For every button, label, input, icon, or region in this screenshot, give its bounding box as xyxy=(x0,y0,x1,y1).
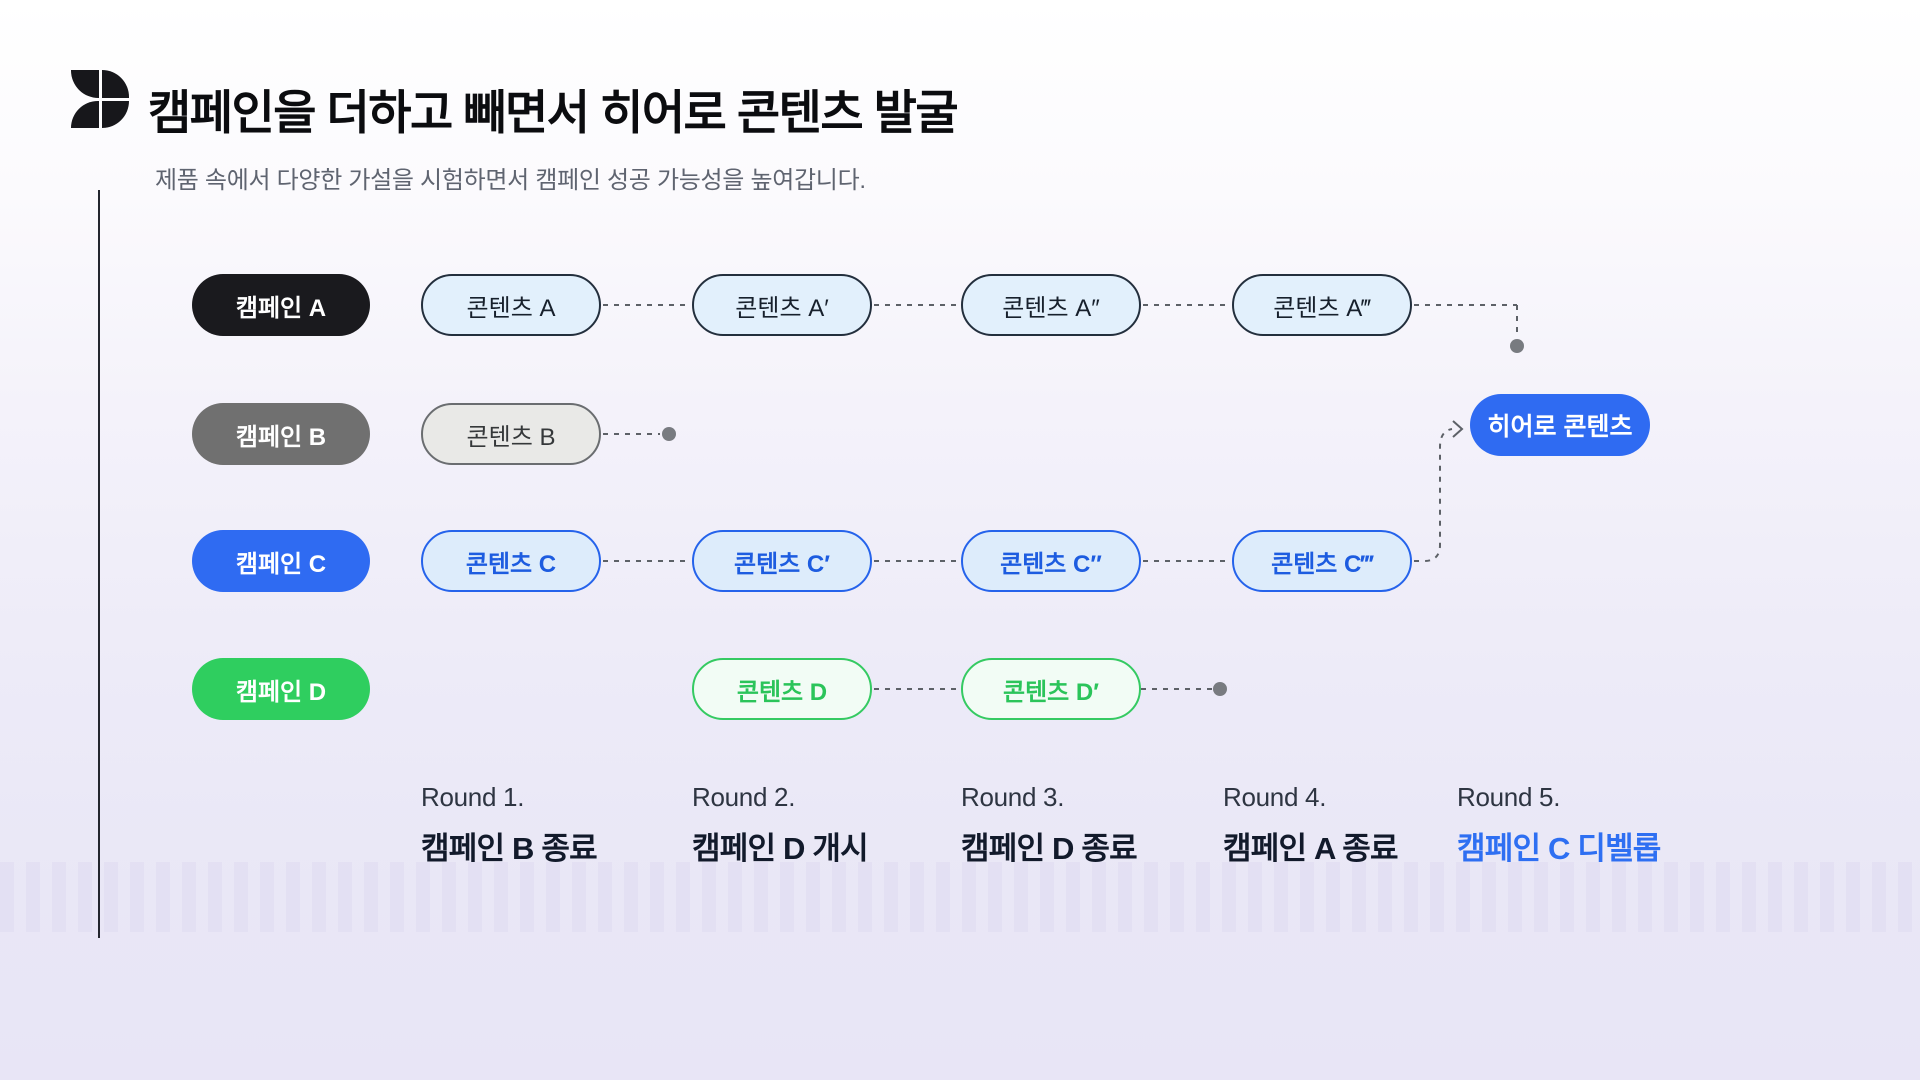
content-c3-pill: 콘텐츠 C‴ xyxy=(1232,530,1412,592)
round-3-label: Round 3. 캠페인 D 종료 xyxy=(961,782,1138,868)
content-c-pill: 콘텐츠 C xyxy=(421,530,601,592)
round-event: 캠페인 B 종료 xyxy=(421,831,598,866)
timeline-axis-line xyxy=(98,190,100,938)
content-c1-pill: 콘텐츠 C′ xyxy=(692,530,872,592)
logo-petal-bottom-right xyxy=(101,100,129,128)
content-a2-pill: 콘텐츠 A″ xyxy=(961,274,1141,336)
campaign-b-end-dot xyxy=(662,427,676,441)
content-c2-pill: 콘텐츠 C″ xyxy=(961,530,1141,592)
content-d-pill: 콘텐츠 D xyxy=(692,658,872,720)
round-number: Round 2. xyxy=(692,782,796,812)
round-event: 캠페인 D 개시 xyxy=(692,831,869,866)
campaign-c-pill: 캠페인 C xyxy=(192,530,370,592)
logo-petal-top-right xyxy=(101,70,129,98)
round-4-label: Round 4. 캠페인 A 종료 xyxy=(1223,782,1398,868)
campaign-a-end-dot xyxy=(1510,339,1524,353)
round-event: 캠페인 D 종료 xyxy=(961,831,1138,866)
round-2-label: Round 2. 캠페인 D 개시 xyxy=(692,782,869,868)
hero-content-pill: 히어로 콘텐츠 xyxy=(1470,394,1650,456)
round-event: 캠페인 A 종료 xyxy=(1223,831,1398,866)
background-texture-band xyxy=(0,862,1920,932)
page-title: 캠페인을 더하고 빼면서 히어로 콘텐츠 발굴 xyxy=(148,86,959,139)
campaign-b-pill: 캠페인 B xyxy=(192,403,370,465)
campaign-a-pill: 캠페인 A xyxy=(192,274,370,336)
round-5-label: Round 5. 캠페인 C 디벨롭 xyxy=(1457,782,1661,868)
logo-petal-top-left xyxy=(71,70,99,98)
pinwheel-logo xyxy=(71,70,129,128)
round-event-highlight: 캠페인 C 디벨롭 xyxy=(1457,831,1661,866)
round-number: Round 4. xyxy=(1223,782,1327,812)
content-a-pill: 콘텐츠 A xyxy=(421,274,601,336)
arrowhead-icon xyxy=(1452,420,1464,438)
content-b-pill: 콘텐츠 B xyxy=(421,403,601,465)
round-number: Round 5. xyxy=(1457,782,1561,812)
campaign-d-pill: 캠페인 D xyxy=(192,658,370,720)
campaign-d-end-dot xyxy=(1213,682,1227,696)
content-d1-pill: 콘텐츠 D′ xyxy=(961,658,1141,720)
round-number: Round 3. xyxy=(961,782,1065,812)
content-a1-pill: 콘텐츠 A′ xyxy=(692,274,872,336)
round-1-label: Round 1. 캠페인 B 종료 xyxy=(421,782,598,868)
content-a3-pill: 콘텐츠 A‴ xyxy=(1232,274,1412,336)
round-number: Round 1. xyxy=(421,782,525,812)
page-subtitle: 제품 속에서 다양한 가설을 시험하면서 캠페인 성공 가능성을 높여갑니다. xyxy=(155,167,866,194)
logo-petal-bottom-left xyxy=(71,100,99,128)
